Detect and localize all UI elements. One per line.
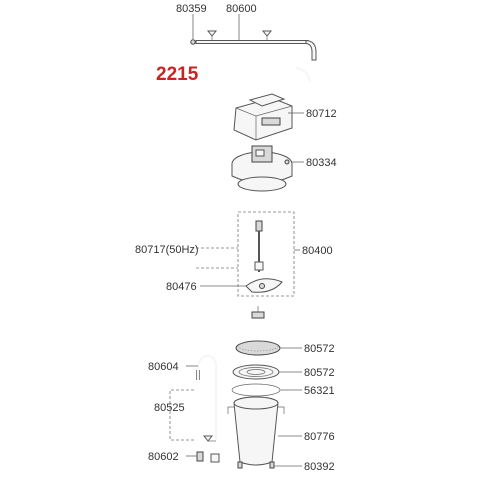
tube-connectors <box>196 451 220 463</box>
spray-bar-80600 <box>190 30 317 61</box>
label-80604: 80604 <box>148 361 179 373</box>
label-80712: 80712 <box>306 108 337 120</box>
pump-head <box>231 145 293 192</box>
filter-pad-top <box>235 340 281 356</box>
canister-feet <box>237 461 275 469</box>
impeller-cover <box>245 278 283 293</box>
label-80572-top: 80572 <box>304 343 335 355</box>
label-80400: 80400 <box>302 245 333 257</box>
label-80717-50hz: 80717(50Hz) <box>135 244 199 256</box>
label-80392: 80392 <box>304 461 335 473</box>
suction-cup-set <box>202 435 216 442</box>
label-80476: 80476 <box>166 281 197 293</box>
model-number-title: 2215 <box>156 64 199 85</box>
motor-head-cover <box>233 93 293 141</box>
impeller-shaft <box>254 220 264 272</box>
label-80359: 80359 <box>176 3 207 15</box>
label-80776: 80776 <box>304 431 335 443</box>
intake-tube <box>196 354 217 440</box>
bracket-80525 <box>169 389 194 441</box>
elbow-connector <box>295 67 311 83</box>
hose-connector <box>251 306 265 319</box>
label-80600: 80600 <box>226 3 257 15</box>
sealing-ring <box>231 383 281 397</box>
filter-pad-second <box>232 364 280 380</box>
label-80334: 80334 <box>306 157 337 169</box>
impeller-group-box <box>237 211 295 297</box>
filter-canister <box>227 396 285 466</box>
label-80572-second: 80572 <box>304 367 335 379</box>
label-80525: 80525 <box>154 402 185 414</box>
label-80602: 80602 <box>148 451 179 463</box>
label-56321: 56321 <box>304 385 335 397</box>
